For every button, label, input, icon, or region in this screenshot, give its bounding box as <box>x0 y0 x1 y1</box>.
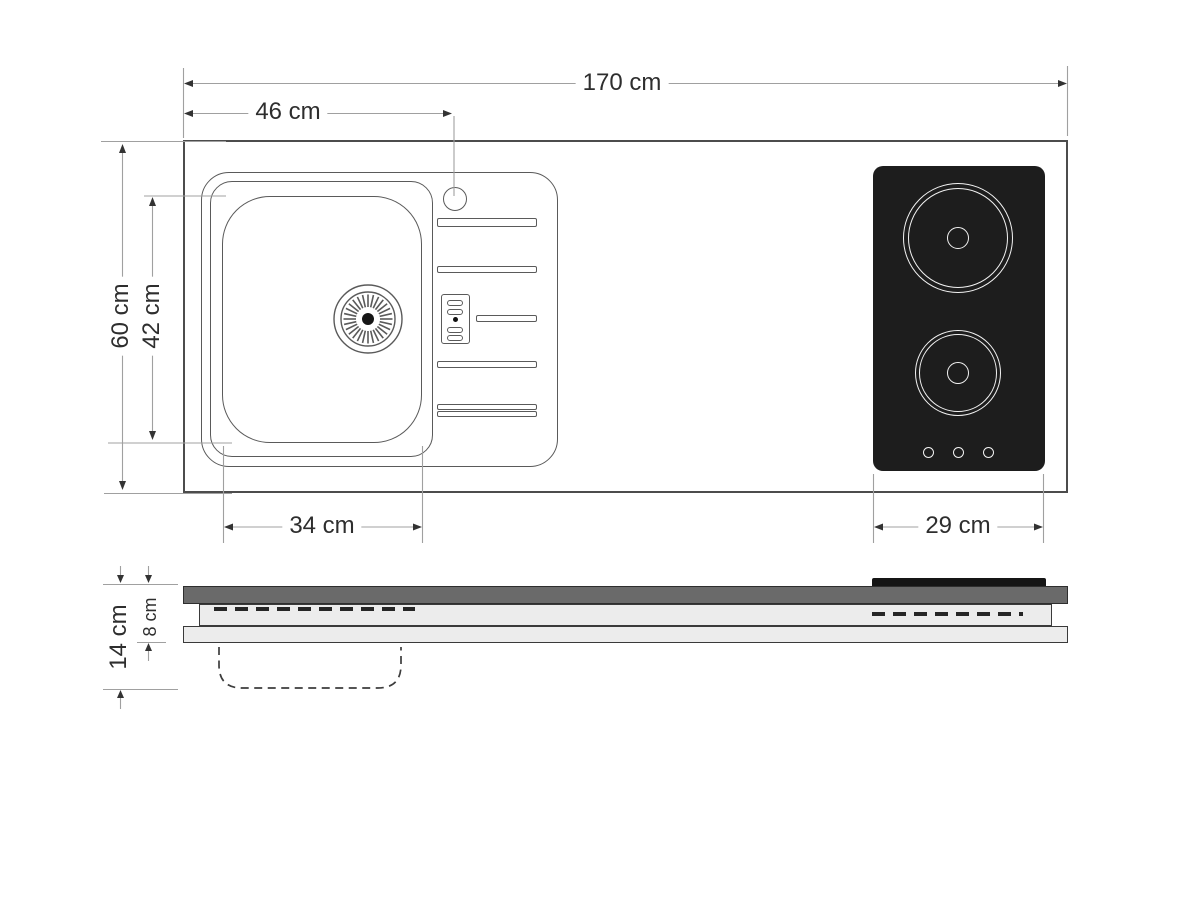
hob-slab-section <box>872 578 1046 589</box>
drainboard-rib <box>476 315 537 322</box>
dimension-label-sink-unit-width: 46 cm <box>248 97 328 127</box>
hob-burner-small-outer-ring <box>915 330 1001 416</box>
drainboard-rib <box>437 404 537 410</box>
drain <box>333 284 403 354</box>
dimension-label-worktop-depth: 60 cm <box>106 276 136 356</box>
drainboard-rib <box>437 361 537 368</box>
hob-burner-small-center <box>947 362 969 384</box>
hob-burner-large-center <box>947 227 969 249</box>
dimension-label-total-width: 170 cm <box>575 68 669 98</box>
drainboard-rib <box>437 218 537 227</box>
drainboard-rib <box>437 266 537 273</box>
vent-slots-right <box>872 612 1023 616</box>
base-band-section <box>183 626 1068 643</box>
drain-center-dot <box>362 313 374 325</box>
dimension-label-hob-width: 29 cm <box>918 511 998 541</box>
worktop-slab-section <box>183 586 1068 604</box>
drainboard-detail-panel <box>441 294 470 344</box>
drain-strainer-rays <box>343 294 393 344</box>
drainboard-rib <box>437 411 537 417</box>
hob-burner-large-outer-ring <box>903 183 1013 293</box>
panel-slot <box>447 327 463 333</box>
hob <box>873 166 1045 471</box>
dimension-label-basin-width: 34 cm <box>282 511 362 541</box>
hob-control-dot <box>983 447 994 458</box>
hidden-sink-bowl-dashed <box>218 647 402 689</box>
hob-burner-large-inner-ring <box>908 188 1008 288</box>
vent-slots-left <box>214 607 415 611</box>
panel-dot <box>453 317 458 322</box>
panel-slot <box>447 300 463 306</box>
faucet-hole <box>443 187 467 211</box>
hob-control-dot <box>953 447 964 458</box>
dimension-label-total-height: 14 cm <box>104 597 134 677</box>
hob-burner-small-inner-ring <box>919 334 997 412</box>
panel-slot <box>447 335 463 341</box>
dimension-label-sink-depth: 42 cm <box>137 276 167 356</box>
hob-control-dot <box>923 447 934 458</box>
panel-slot <box>447 309 463 315</box>
dimension-label-body-height: 8 cm <box>140 592 162 642</box>
